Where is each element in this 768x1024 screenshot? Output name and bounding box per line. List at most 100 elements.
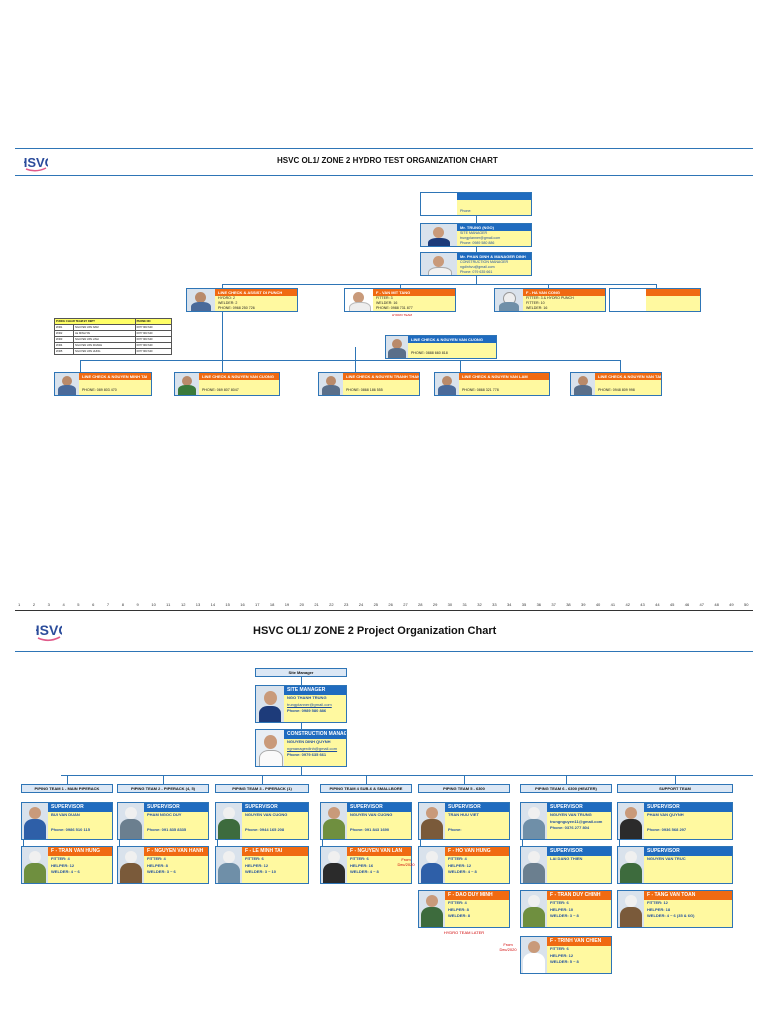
ruler-number: 30 [447, 602, 453, 607]
site-manager-name: NGO THANH TRUNG [287, 695, 327, 700]
card-line: HELPER: 12 [448, 862, 472, 868]
lead-line: WELDER: 16 [526, 306, 548, 310]
manager1-role: SITE MANAGER [460, 231, 488, 235]
ruler-number: 37 [551, 602, 556, 607]
connector [548, 284, 549, 288]
head-shape [426, 851, 438, 863]
lead-photo [610, 289, 647, 311]
lead-line: PHONE: 0968 250 726 [218, 306, 255, 310]
line-checker-phone: PHONE: 0868 186 555 [346, 388, 383, 392]
connector [61, 775, 753, 776]
card-header: SUPERVISOR [644, 847, 732, 856]
ruler-number: 19 [284, 602, 290, 607]
card-line: HELPER: 8 [448, 906, 469, 912]
card-line: WELDER: 8 [448, 913, 470, 919]
ruler-number: 8 [121, 602, 124, 607]
manager2-email[interactable]: ngdinhvu@gmail.com [460, 265, 495, 269]
ruler-number: 33 [492, 602, 497, 607]
card-header: F - NGUYEN VAN LAN [347, 847, 411, 856]
card-line: WELDER: 4 ~ 6 (35 & 6G) [647, 913, 695, 919]
connector [355, 347, 356, 372]
manager1-email[interactable]: trungplanner@gmail.com [460, 236, 501, 240]
connector [301, 767, 302, 775]
card-line: WELDER: 4 ~ 8 [448, 869, 477, 875]
person-photo [521, 847, 548, 883]
connector [80, 360, 620, 361]
team-label: PIPING TEAM 4 SUB-6 & SMALLBORE [320, 784, 412, 793]
connector [476, 216, 477, 223]
ruler-number: 25 [373, 602, 379, 607]
manager1-card: Mr. TRUNG (NGO) SITE MANAGER trungplanne… [420, 223, 532, 247]
card-header: F - DAO DUY MINH [445, 891, 509, 900]
lead-header [646, 289, 700, 296]
head-shape [29, 851, 41, 863]
person-photo [22, 847, 49, 883]
head-shape [426, 807, 438, 819]
lead-line: FITTER: 3 & HYDRO PUNCH [526, 296, 574, 300]
body-shape [218, 863, 240, 883]
site-manager-email[interactable]: trungplanner@gmail.com [287, 701, 332, 707]
card-line: TRAN HUU VIET [448, 812, 479, 817]
line-checker-phone: PHONE: 089 803 470 [82, 388, 117, 392]
lead-card-4 [609, 288, 701, 312]
card-line: NGUYEN VAN TRUNG [550, 812, 592, 817]
card-line: FITTER: 6 [245, 856, 264, 861]
team-note: HYDRO TEAM LATER [443, 930, 485, 935]
head-shape [426, 895, 438, 907]
ruler-number: 17 [255, 602, 260, 607]
ruler-number: 6 [92, 602, 95, 607]
card-line: Phone: 091 835 8335 [147, 826, 187, 832]
card-header: F - TANG VAN TOAN [644, 891, 732, 900]
body-shape [218, 819, 240, 839]
team-label: PIPING TEAM 2 - PIPERACK (4, 5) [117, 784, 209, 793]
ruler-number: 14 [210, 602, 216, 607]
card-line: FITTER: 6 [550, 900, 569, 905]
card-line: Phone: 0986 510 115 [51, 826, 90, 832]
chart2-rule [15, 651, 753, 652]
line-checker-phone: PHONE: 069 807 8047 [202, 388, 239, 392]
card-line: NGUYEN VAN CUONG [350, 812, 393, 817]
ruler-number: 18 [269, 602, 275, 607]
card-line: HELPER: 12 [245, 862, 269, 868]
ruler-number: 47 [699, 602, 704, 607]
card-header: SUPERVISOR [547, 847, 611, 856]
connector [619, 840, 620, 846]
ruler-number: 48 [714, 602, 719, 607]
line-checker-1: LINE CHECK & NGUYEN MINH TAI PHONE: 089 … [54, 372, 152, 396]
lead-photo [495, 289, 524, 311]
ruler-number: 40 [595, 602, 601, 607]
team-label: PIPING TEAM 6 - 6300 (HEATER) [520, 784, 612, 793]
lead-line: FITTER: 3 [376, 296, 393, 300]
card-line: LAI DANG THIEN [550, 856, 583, 861]
ruler-number: 2 [32, 602, 36, 607]
site-manager-header: SITE MANAGER [284, 686, 346, 695]
body-shape [620, 819, 642, 839]
card-line: FITTER: 6 [550, 946, 569, 951]
head-shape [328, 851, 340, 863]
card-line: HELPER: 10 [550, 906, 574, 912]
head-shape [223, 807, 235, 819]
card-header: SUPERVISOR [445, 803, 509, 812]
ruler-number: 26 [388, 602, 393, 607]
construction-manager-email[interactable]: ngmanagerdinh@gmail.com [287, 745, 338, 751]
ruler-number: 43 [640, 602, 645, 607]
person-photo [321, 847, 348, 883]
person-photo [521, 937, 548, 973]
person-photo [618, 847, 645, 883]
construction-manager-photo [256, 730, 285, 766]
connector [23, 840, 24, 846]
card-line: WELDER: 5 ~ 8 [550, 959, 579, 965]
card-line: Phone: 0936 568 297 [647, 826, 687, 832]
head-shape [528, 851, 540, 863]
person-photo [118, 803, 145, 839]
